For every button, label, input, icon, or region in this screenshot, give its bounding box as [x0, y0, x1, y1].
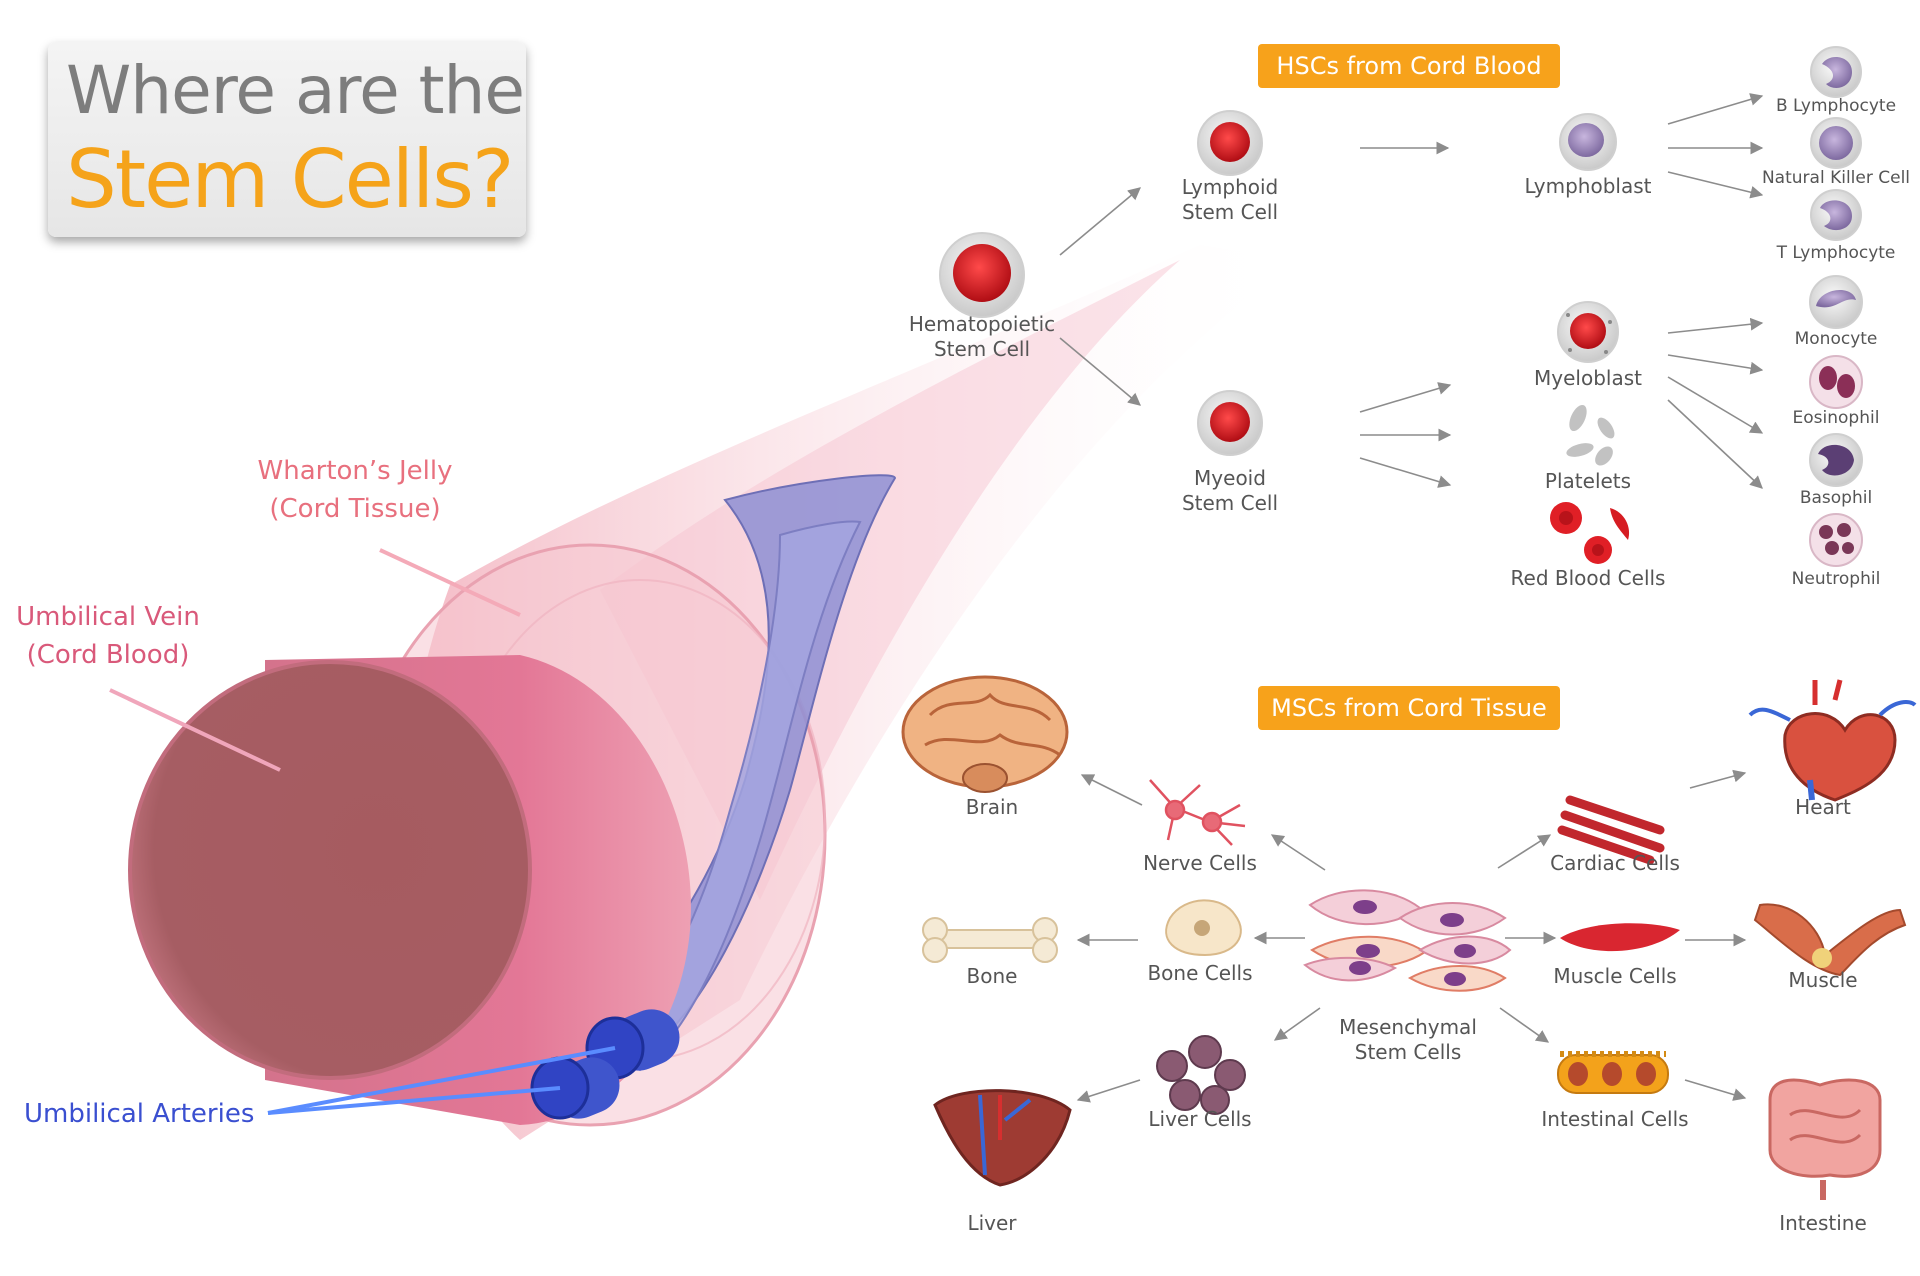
red-blood-cells-icon [1550, 502, 1630, 564]
mesenchymal-stem-cells-icon [1303, 889, 1512, 992]
myeloblast-icon [1557, 301, 1619, 363]
cardiac-cells-label: Cardiac Cells [1550, 851, 1680, 875]
umbilical-vein-rim [128, 660, 532, 1080]
heart-label: Heart [1795, 795, 1851, 819]
title-line-1: Where are the [66, 52, 525, 129]
nerve-cells-icon [1149, 779, 1246, 846]
basophil-icon [1809, 433, 1863, 487]
cardiac-cells-icon [1557, 795, 1665, 865]
intestine-icon [1768, 1078, 1882, 1200]
intestinal-cells-label: Intestinal Cells [1541, 1107, 1689, 1131]
umbilical-vein-face [130, 662, 530, 1078]
vein-leader [109, 688, 281, 772]
bone-cells-label: Bone Cells [1147, 961, 1253, 985]
muscle-cells-icon [1560, 923, 1680, 952]
liver-cells-label: Liver Cells [1148, 1107, 1252, 1131]
msc-banner: MSCs from Cord Tissue [1258, 686, 1560, 730]
myeloblast-label: Myeloblast [1534, 366, 1642, 390]
title-card: Where are the Stem Cells? [48, 42, 526, 237]
umbilical-artery-ribbon-front [598, 520, 862, 1072]
wharton-leader [379, 548, 521, 617]
muscle-label: Muscle [1788, 968, 1858, 992]
bone-cells-icon [1165, 899, 1242, 957]
eosinophil-label: Eosinophil [1792, 408, 1880, 428]
brain-label: Brain [965, 795, 1019, 819]
muscle-icon [1753, 903, 1907, 977]
b-lymphocyte-icon [1810, 46, 1862, 98]
monocyte-label: Monocyte [1794, 329, 1878, 349]
artery-leader-2 [267, 1046, 616, 1115]
red-blood-cells-label: Red Blood Cells [1510, 566, 1666, 590]
title-line-2: Stem Cells? [66, 133, 514, 226]
brain-icon [901, 675, 1069, 793]
natural-killer-cell-icon [1810, 117, 1862, 169]
myeoid-stem-cell-label: Myeoid Stem Cell [1181, 466, 1279, 515]
basophil-label: Basophil [1799, 488, 1873, 508]
msc-arrows [1076, 769, 1747, 1103]
bone-label: Bone [966, 964, 1018, 988]
natural-killer-cell-label: Natural Killer Cell [1761, 168, 1911, 188]
lymphoid-stem-cell-icon [1197, 110, 1263, 176]
muscle-cells-label: Muscle Cells [1553, 964, 1677, 988]
lymphoblast-label: Lymphoblast [1524, 174, 1652, 198]
eosinophil-icon [1809, 355, 1863, 409]
liver-cells-icon [1156, 1035, 1246, 1115]
platelets-label: Platelets [1544, 469, 1632, 493]
heart-icon [1748, 679, 1917, 802]
monocyte-icon [1809, 275, 1863, 329]
artery-leader-1 [267, 1086, 561, 1115]
liver-label: Liver [967, 1211, 1017, 1235]
hematopoietic-stem-cell-label: Hematopoietic Stem Cell [908, 312, 1056, 361]
lymphoblast-icon [1559, 113, 1617, 171]
intestine-label: Intestine [1779, 1211, 1867, 1235]
hsc-arrows [1059, 93, 1764, 489]
hematopoietic-stem-cell-icon [939, 232, 1025, 318]
whartons-jelly-label: Wharton’s Jelly (Cord Tissue) [257, 456, 453, 524]
t-lymphocyte-icon [1810, 189, 1862, 241]
mesenchymal-stem-cells-label: Mesenchymal Stem Cells [1339, 1015, 1477, 1064]
liver-icon [933, 1089, 1072, 1187]
umbilical-arteries-label: Umbilical Arteries [24, 1099, 255, 1129]
neutrophil-icon [1809, 513, 1863, 567]
nerve-cells-label: Nerve Cells [1143, 851, 1257, 875]
neutrophil-label: Neutrophil [1791, 569, 1881, 589]
platelets-icon [1566, 404, 1615, 466]
hsc-banner: HSCs from Cord Blood [1258, 44, 1560, 88]
b-lymphocyte-label: B Lymphocyte [1775, 96, 1897, 116]
umbilical-vein-label: Umbilical Vein (Cord Blood) [16, 602, 200, 670]
lymphoid-stem-cell-label: Lymphoid Stem Cell [1181, 175, 1279, 224]
t-lymphocyte-label: T Lymphocyte [1776, 243, 1896, 263]
intestinal-cells-icon [1557, 1051, 1669, 1094]
myeoid-stem-cell-icon [1197, 390, 1263, 456]
bone-icon [922, 917, 1058, 963]
